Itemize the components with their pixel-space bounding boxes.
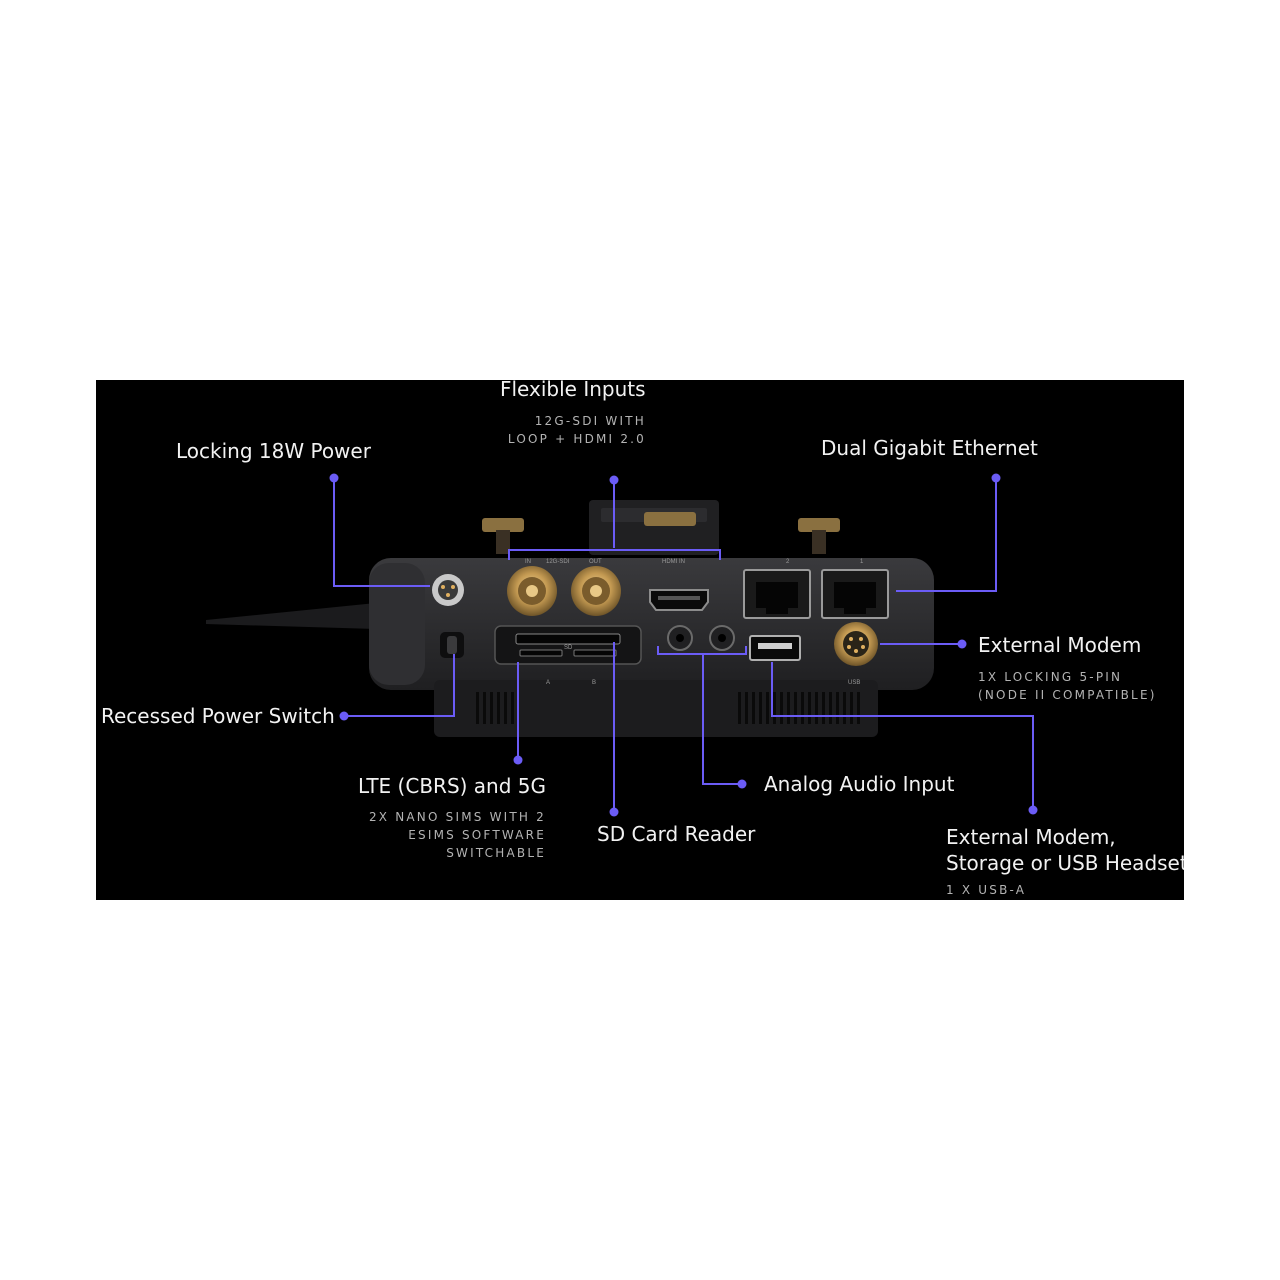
callout-dot-sd-card [609, 807, 619, 817]
sd-card-slot [515, 633, 621, 645]
callout-dots [329, 473, 1038, 817]
marking-eth-2: 2 [786, 559, 790, 565]
callout-line-usb [771, 662, 1034, 810]
callout-line-analog-audio [657, 646, 747, 785]
sdi-in-pin [526, 585, 538, 597]
sim-slot-b [573, 649, 617, 657]
headphone-jack-hole [676, 634, 684, 642]
sdi-out-pin [590, 585, 602, 597]
label-sd-card: SD Card Reader [597, 822, 756, 846]
mic-jack-hole [718, 634, 726, 642]
callout-dot-locking-power [329, 473, 339, 483]
callout-dot-dual-ethernet [991, 473, 1001, 483]
vent-slots [476, 692, 860, 724]
ethernet-port-2-jack [756, 582, 798, 614]
callout-dot-lte [513, 755, 523, 765]
thumb-screw [798, 518, 840, 532]
marking-sdi-out: OUT [589, 559, 602, 565]
label-usb-2: Storage or USB Headset [946, 851, 1184, 875]
sub-lte-1: 2X NANO SIMS WITH 2 [368, 810, 546, 824]
sub-lte-3: SWITCHABLE [446, 846, 546, 860]
marking-sd: SD [564, 645, 573, 651]
vent-section [434, 680, 878, 737]
sub-external-modem-1: 1X LOCKING 5-PIN [978, 670, 1123, 684]
diagram-panel: IN 12G-SDI OUT HDMI IN 2 1 SD A B USB [96, 380, 1184, 900]
callout-lines [333, 478, 1034, 812]
sub-lte-2: ESIMS SOFTWARE [408, 828, 546, 842]
callout-dot-flexible-inputs [609, 475, 619, 485]
marking-sim-a: A [546, 680, 550, 686]
marking-hdmi-in: HDMI IN [662, 559, 685, 565]
screw-post [496, 530, 510, 554]
sub-flexible-inputs-2: LOOP + HDMI 2.0 [507, 432, 646, 446]
callout-dot-analog-audio [737, 779, 747, 789]
sub-flexible-inputs-1: 12G-SDI WITH [534, 414, 646, 428]
thumb-screw [644, 512, 696, 526]
five-pin-socket [843, 631, 869, 657]
callout-line-locking-power [333, 480, 430, 587]
callout-dot-external-modem [957, 639, 967, 649]
sim-slot-a [519, 649, 563, 657]
marking-usb: USB [848, 680, 860, 686]
power-switch-toggle [447, 636, 457, 654]
label-analog-audio: Analog Audio Input [764, 772, 955, 796]
marking-eth-1: 1 [860, 559, 864, 565]
label-flexible-inputs: Flexible Inputs [500, 380, 646, 401]
side-cap [369, 563, 425, 685]
marking-sdi-in: IN [525, 559, 531, 565]
marking-sdi-12g: 12G-SDI [546, 559, 570, 565]
callout-line-power-switch [344, 654, 455, 717]
callout-line-dual-ethernet [896, 478, 997, 592]
sub-external-modem-2: (NODE II COMPATIBLE) [978, 688, 1157, 702]
label-locking-power: Locking 18W Power [176, 439, 371, 463]
label-power-switch: Recessed Power Switch [101, 704, 335, 728]
thumb-screw [482, 518, 524, 532]
sub-usb-1: 1 X USB-A [946, 883, 1027, 897]
screw-post [812, 530, 826, 554]
ethernet-port-1-jack [834, 582, 876, 614]
label-lte: LTE (CBRS) and 5G [357, 774, 546, 798]
usb-a-tongue [758, 643, 792, 649]
antenna [206, 603, 376, 629]
callout-dot-power-switch [339, 711, 349, 721]
label-external-modem: External Modem [978, 633, 1142, 657]
callout-dot-usb [1028, 805, 1038, 815]
marking-sim-b: B [592, 680, 596, 686]
label-dual-ethernet: Dual Gigabit Ethernet [821, 436, 1038, 460]
callout-line-flexible-inputs [508, 480, 721, 560]
device-diagram: IN 12G-SDI OUT HDMI IN 2 1 SD A B USB [206, 473, 1038, 817]
hdmi-pins [658, 596, 700, 600]
label-usb-1: External Modem, [946, 825, 1116, 849]
